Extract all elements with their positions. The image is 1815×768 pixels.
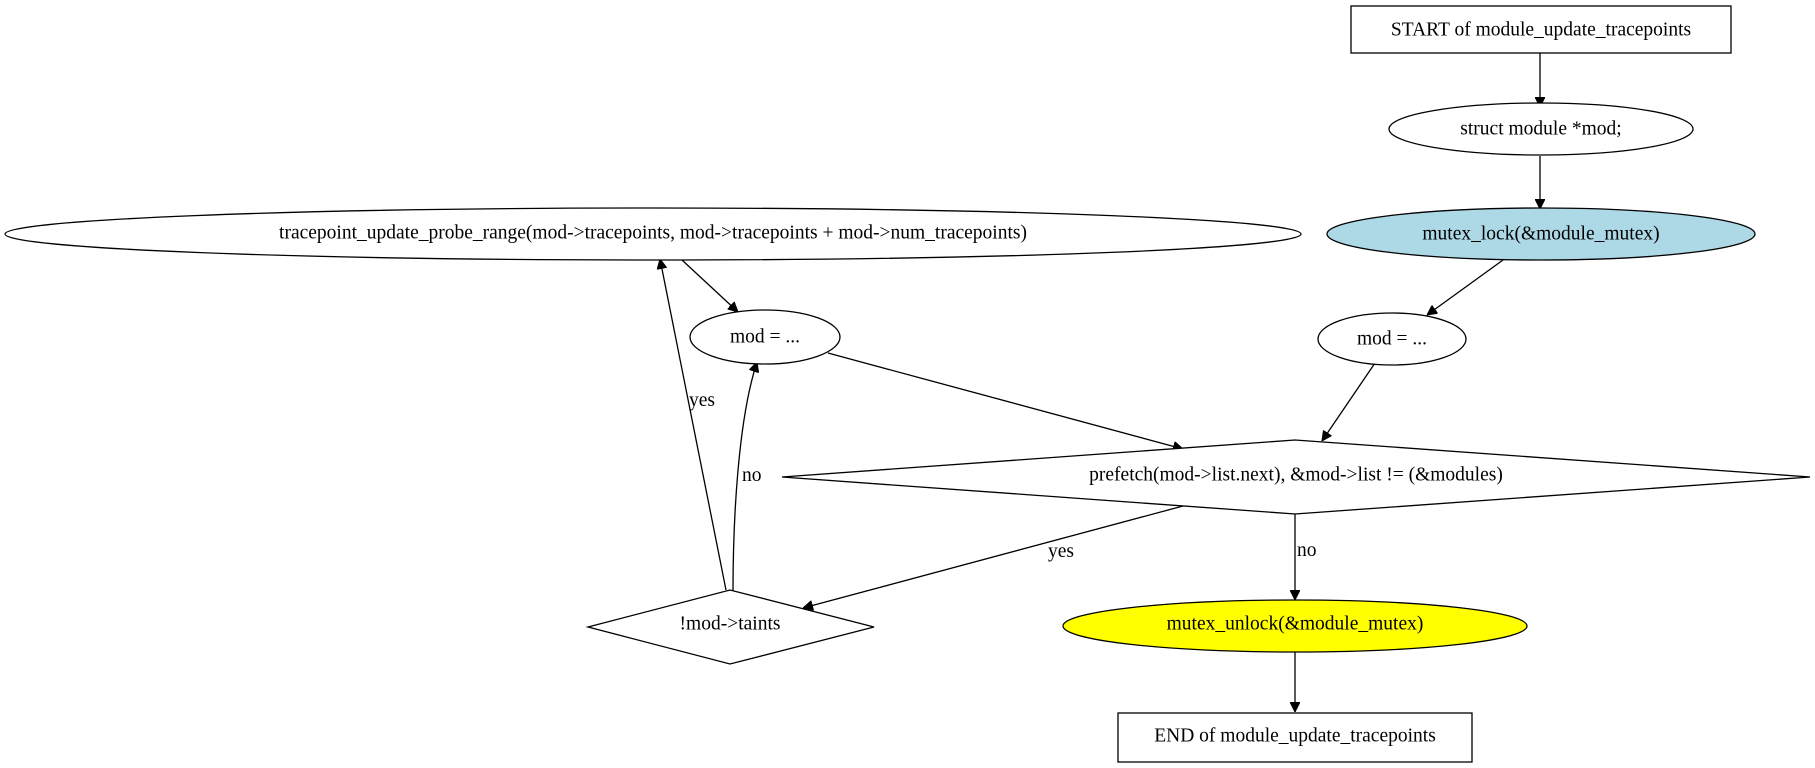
nodes: START of module_update_tracepoints struc… bbox=[4, 5, 1811, 763]
start-node: START of module_update_tracepoints bbox=[1350, 5, 1732, 54]
declaration-node-label: struct module *mod; bbox=[1460, 119, 1621, 140]
mutex-unlock-node: mutex_unlock(&module_mutex) bbox=[1062, 599, 1528, 653]
mutex-lock-node-ellipse bbox=[1326, 207, 1756, 261]
edge-taint-cond-to-update bbox=[660, 259, 727, 591]
taint-condition-node: !mod->taints bbox=[585, 589, 875, 665]
edge-mod-init-to-loop-cond bbox=[1322, 362, 1376, 441]
update-probe-range-node: tracepoint_update_probe_range(mod->trace… bbox=[4, 207, 1302, 261]
end-node: END of module_update_tracepoints bbox=[1117, 712, 1473, 763]
edge-label-taint-no: no bbox=[742, 465, 762, 486]
update-probe-range-node-label: tracepoint_update_probe_range(mod->trace… bbox=[279, 223, 1027, 244]
start-node-box bbox=[1350, 5, 1732, 54]
taint-condition-node-diamond bbox=[585, 589, 875, 665]
update-probe-range-node-ellipse bbox=[4, 207, 1302, 261]
edge-label-loop-yes: yes bbox=[1048, 541, 1074, 562]
edge-label-taint-yes: yes bbox=[689, 390, 715, 411]
edge-lock-to-mod-init bbox=[1427, 259, 1504, 315]
end-node-label: END of module_update_tracepoints bbox=[1154, 726, 1436, 747]
declaration-node-ellipse bbox=[1388, 102, 1694, 156]
edge-label-loop-no: no bbox=[1297, 540, 1317, 561]
mod-init-node: mod = ... bbox=[1317, 312, 1467, 366]
mutex-lock-node-label: mutex_lock(&module_mutex) bbox=[1422, 224, 1659, 245]
mutex-unlock-node-ellipse bbox=[1062, 599, 1528, 653]
edges bbox=[660, 50, 1540, 712]
declaration-node: struct module *mod; bbox=[1388, 102, 1694, 156]
loop-condition-node: prefetch(mod->list.next), &mod->list != … bbox=[781, 439, 1811, 515]
edge-loop-cond-to-taint-cond bbox=[803, 505, 1184, 608]
edge-update-to-mod-next bbox=[681, 259, 738, 312]
loop-condition-node-diamond bbox=[781, 439, 1811, 515]
mutex-unlock-node-label: mutex_unlock(&module_mutex) bbox=[1167, 614, 1424, 635]
mod-init-node-ellipse bbox=[1317, 312, 1467, 366]
loop-condition-node-label: prefetch(mod->list.next), &mod->list != … bbox=[1089, 465, 1503, 486]
mod-init-node-label: mod = ... bbox=[1357, 329, 1427, 350]
end-node-box bbox=[1117, 712, 1473, 763]
edge-taint-cond-to-mod-next bbox=[732, 362, 757, 593]
taint-condition-node-label: !mod->taints bbox=[680, 614, 781, 635]
mutex-lock-node: mutex_lock(&module_mutex) bbox=[1326, 207, 1756, 261]
mod-next-node: mod = ... bbox=[689, 309, 841, 365]
edge-labels: yes no yes no bbox=[689, 390, 1317, 562]
mod-next-node-label: mod = ... bbox=[730, 327, 800, 348]
edge-mod-next-to-loop-cond bbox=[827, 352, 1183, 449]
start-node-label: START of module_update_tracepoints bbox=[1391, 20, 1691, 41]
mod-next-node-ellipse bbox=[689, 309, 841, 365]
